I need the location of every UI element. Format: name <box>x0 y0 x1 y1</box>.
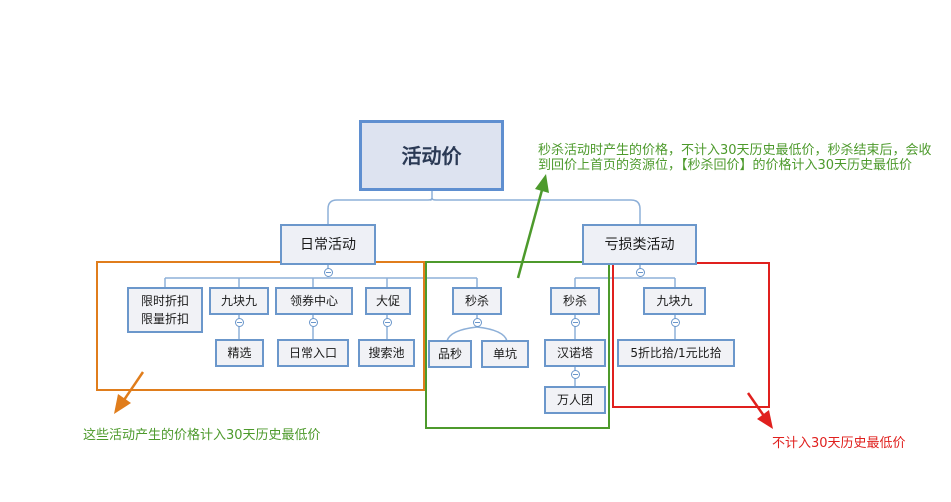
collapse-toggle-icon[interactable] <box>473 318 482 327</box>
red-arrow <box>746 392 773 429</box>
node-label: 限时折扣 限量折扣 <box>140 294 189 326</box>
node-big-promo[interactable]: 大促 <box>365 287 411 315</box>
collapse-toggle-icon[interactable] <box>571 370 580 379</box>
node-coupon-center[interactable]: 领券中心 <box>275 287 353 315</box>
collapse-toggle-icon[interactable] <box>309 318 318 327</box>
node-jiukuaijiu-loss[interactable]: 九块九 <box>643 287 706 315</box>
node-label: 大促 <box>375 294 400 308</box>
node-hanoi-tower[interactable]: 汉诺塔 <box>544 339 606 367</box>
node-seckill-loss[interactable]: 秒杀 <box>550 287 600 315</box>
collapse-toggle-icon[interactable] <box>235 318 244 327</box>
root-node-label: 活动价 <box>401 143 462 168</box>
node-label: 日常入口 <box>288 346 337 360</box>
node-label: 5折比拾/1元比拾 <box>630 346 722 360</box>
node-search-pool[interactable]: 搜索池 <box>358 339 415 367</box>
node-label: 精选 <box>227 346 252 360</box>
red-group-box <box>612 262 770 408</box>
branch-label: 亏损类活动 <box>604 236 675 253</box>
node-wanrentuan[interactable]: 万人团 <box>544 386 606 414</box>
node-label: 秒杀 <box>464 294 489 308</box>
node-label: 汉诺塔 <box>556 346 593 360</box>
red-annotation: 不计入30天历史最低价 <box>772 436 906 451</box>
node-dankeng[interactable]: 单坑 <box>481 340 529 368</box>
root-node[interactable]: 活动价 <box>359 120 504 191</box>
node-half-off-one-yuan[interactable]: 5折比拾/1元比拾 <box>617 339 735 367</box>
green-group-box <box>425 261 610 429</box>
green-annotation: 秒杀活动时产生的价格，不计入30天历史最低价，秒杀结束后，会收到回价上首页的资源… <box>538 143 932 173</box>
collapse-toggle-icon[interactable] <box>636 268 645 277</box>
branch-label: 日常活动 <box>300 236 356 253</box>
node-label: 搜索池 <box>368 346 405 360</box>
node-label: 单坑 <box>492 347 517 361</box>
node-label: 九块九 <box>220 294 257 308</box>
branch-loss-activity[interactable]: 亏损类活动 <box>582 224 697 265</box>
orange-annotation: 这些活动产生的价格计入30天历史最低价 <box>83 428 321 443</box>
orange-arrow <box>114 371 145 414</box>
node-flash-discount[interactable]: 限时折扣 限量折扣 <box>127 287 203 333</box>
node-label: 领券中心 <box>289 294 338 308</box>
node-label: 品秒 <box>437 347 462 361</box>
node-label: 万人团 <box>556 393 593 407</box>
orange-group-box <box>96 261 425 391</box>
node-daily-entry[interactable]: 日常入口 <box>277 339 349 367</box>
node-pinmiao[interactable]: 品秒 <box>428 340 472 368</box>
node-label: 九块九 <box>656 294 693 308</box>
collapse-toggle-icon[interactable] <box>383 318 392 327</box>
node-seckill-daily[interactable]: 秒杀 <box>452 287 502 315</box>
node-selected[interactable]: 精选 <box>215 339 264 367</box>
collapse-toggle-icon[interactable] <box>571 318 580 327</box>
green-arrow <box>516 174 549 279</box>
node-jiukuaijiu[interactable]: 九块九 <box>209 287 269 315</box>
collapse-toggle-icon[interactable] <box>324 268 333 277</box>
branch-daily-activity[interactable]: 日常活动 <box>280 224 376 265</box>
collapse-toggle-icon[interactable] <box>671 318 680 327</box>
node-label: 秒杀 <box>562 294 587 308</box>
